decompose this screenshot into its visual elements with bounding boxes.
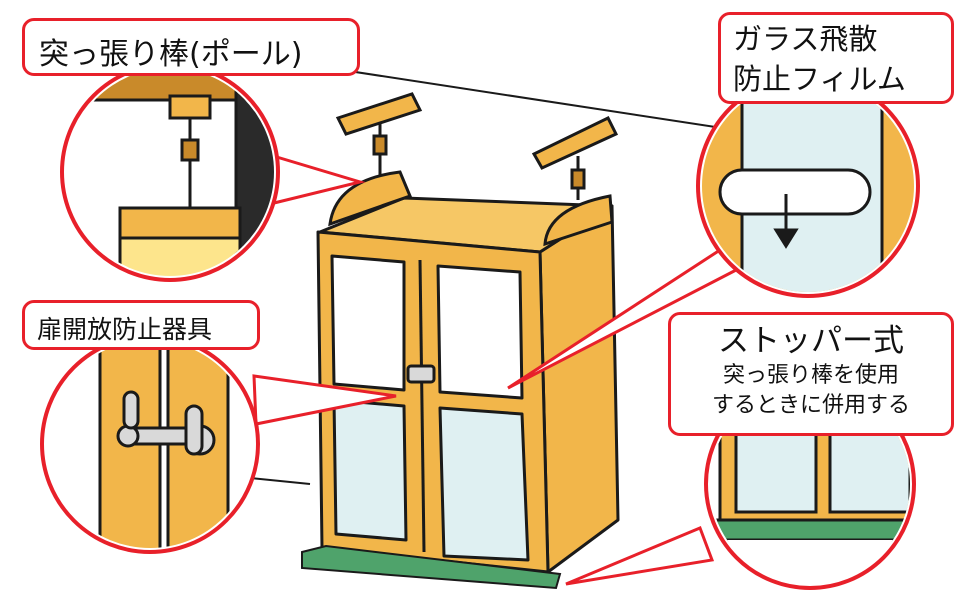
cabinet — [316, 196, 620, 574]
wall-lines — [249, 61, 736, 485]
door-center-line — [418, 259, 426, 553]
glass-pane-lower-right — [438, 406, 530, 562]
callout-latch-label: 扉開放防止器具 — [22, 300, 260, 350]
callout-pole-label: 突っ張り棒(ポール) — [22, 18, 360, 76]
glass-pane-upper-right — [436, 264, 524, 400]
cabinet-side-panel — [538, 204, 620, 574]
zoom-circle-film — [507, 74, 920, 390]
callout-stopper-note-line2: するときに併用する — [711, 393, 910, 418]
callout-film-label: ガラス飛散 防止フィルム — [718, 12, 954, 104]
glass-pane-upper-left — [330, 254, 406, 392]
callout-film-line2: 防止フィルム — [733, 62, 906, 96]
zoom-circle-latch — [40, 334, 397, 554]
callout-stopper-title: ストッパー式 — [718, 323, 904, 359]
callout-stopper-label: ストッパー式 突っ張り棒を使用 するときに併用する — [668, 312, 954, 436]
cabinet-pole-mounts — [328, 92, 619, 247]
callout-film-line1: ガラス飛散 — [733, 22, 878, 56]
callout-stopper-note-line1: 突っ張り棒を使用 — [722, 363, 899, 388]
glass-pane-lower-left — [332, 398, 408, 542]
zoom-circle-pole — [60, 62, 366, 282]
stopper-mat — [301, 544, 562, 590]
cabinet-latch — [406, 364, 436, 384]
